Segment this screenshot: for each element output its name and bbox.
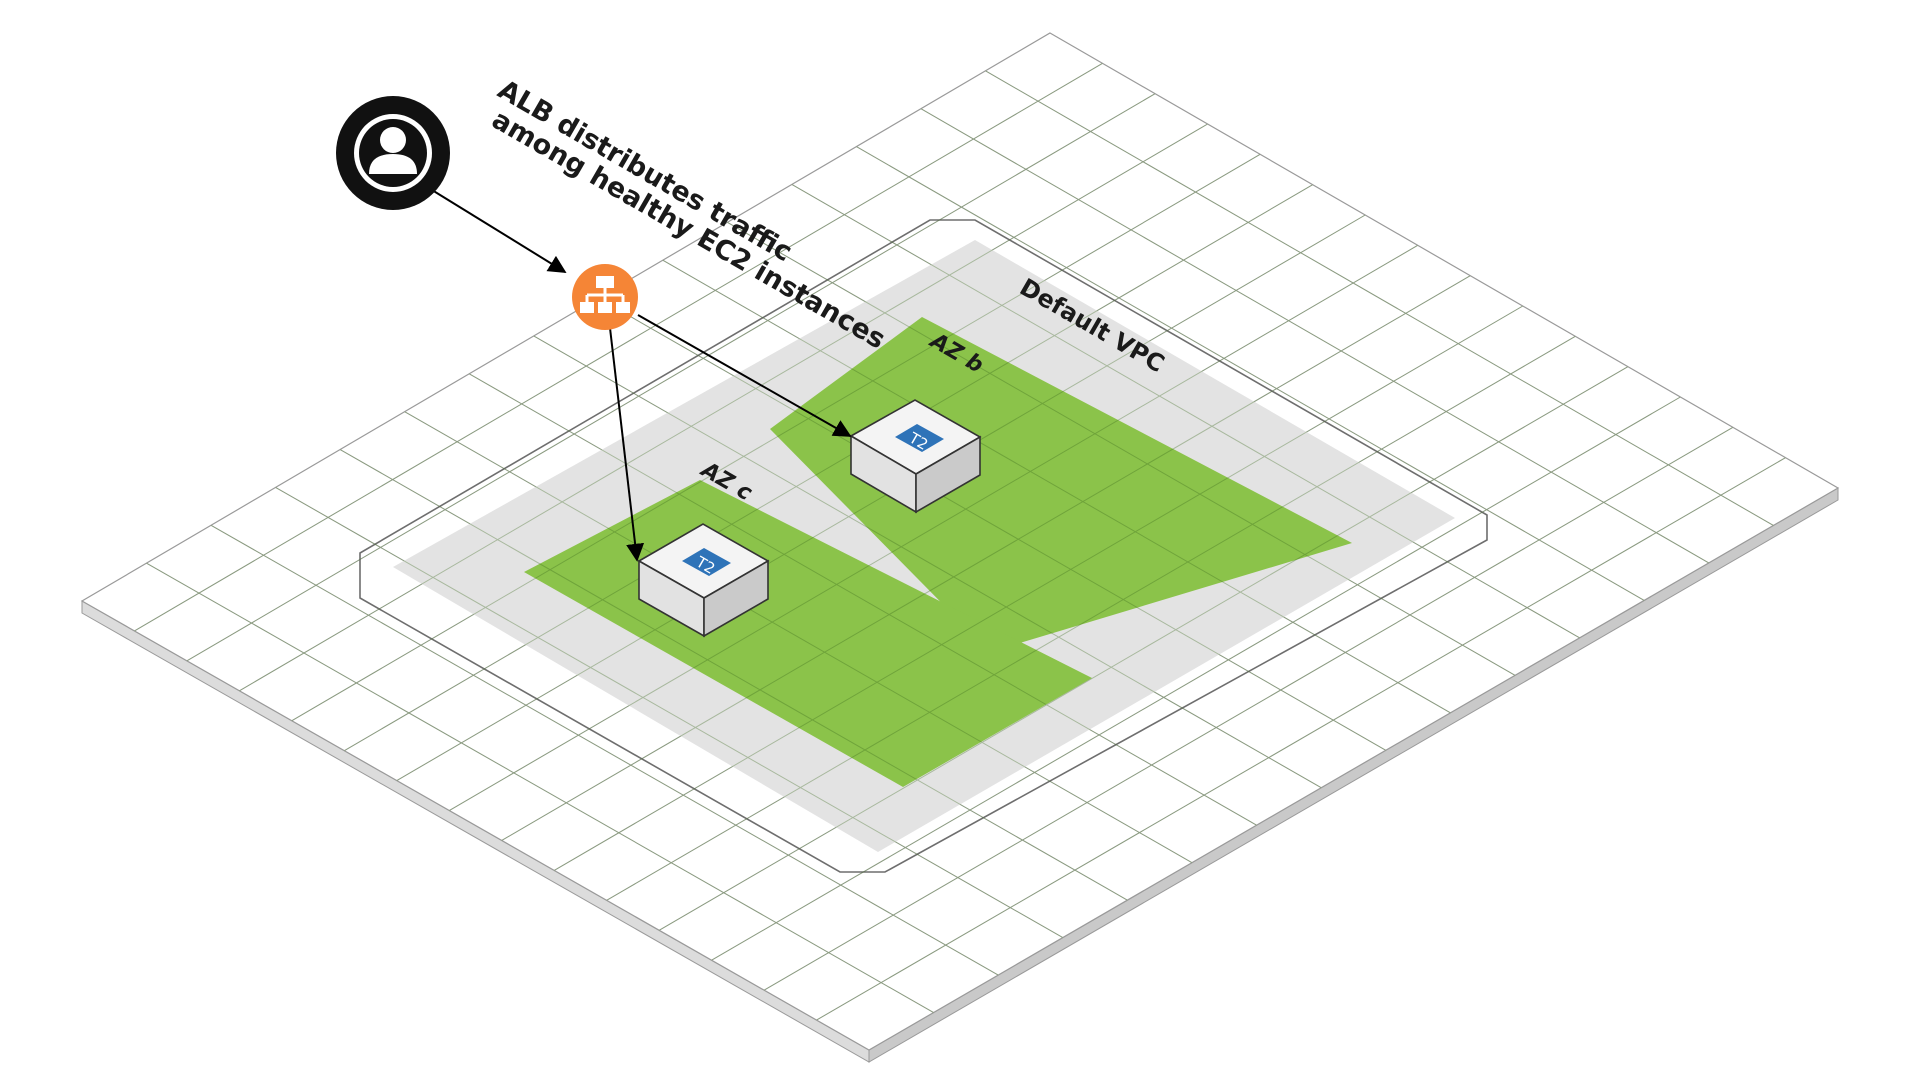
- grid-line: [449, 244, 1418, 811]
- grid-line: [533, 335, 1322, 789]
- grid-line: [404, 411, 1193, 864]
- grid-line: [210, 524, 999, 976]
- grid-line: [856, 146, 1645, 601]
- grid-line: [186, 93, 1156, 662]
- ec2-instance-az-c[interactable]: T2: [637, 523, 770, 638]
- grid-line: [396, 214, 1366, 782]
- grid-line: [210, 524, 999, 976]
- grid-line: [146, 562, 934, 1013]
- grid-line: [985, 70, 1774, 526]
- grid-line: [146, 562, 934, 1013]
- grid-line: [920, 108, 1710, 564]
- instance-chip: [682, 548, 731, 576]
- ec2-instance-az-b[interactable]: T2: [849, 399, 982, 514]
- instance-chip: [895, 424, 944, 452]
- instance-right-face: [703, 559, 769, 638]
- grid-line: [501, 275, 1471, 841]
- user-icon: [336, 96, 450, 210]
- grid-line: [763, 426, 1734, 991]
- grid-line: [344, 184, 1313, 752]
- grid-line: [134, 62, 1103, 632]
- grid-line: [658, 366, 1629, 931]
- grid-line: [134, 62, 1103, 632]
- arrow-alb-to-instance-c: [609, 327, 645, 562]
- grid-line: [791, 184, 1580, 639]
- arrow-alb-to-instance-b: [637, 314, 852, 437]
- grid-line: [186, 93, 1156, 662]
- caption-line-1: ALB distributes traffic: [493, 74, 798, 268]
- grid-line: [711, 396, 1681, 961]
- grid-line: [275, 486, 1064, 939]
- grid-line: [553, 305, 1524, 871]
- grid-line: [291, 153, 1261, 722]
- instance-right-face: [915, 435, 981, 514]
- vpc-outline: [359, 219, 1488, 873]
- grid-line: [606, 335, 1576, 901]
- grid-line: [662, 259, 1451, 714]
- grid-line: [816, 457, 1786, 1021]
- grid-line: [468, 373, 1257, 826]
- grid-line: [339, 449, 1128, 901]
- grid-line: [856, 146, 1645, 601]
- load-balancer-icon[interactable]: [572, 264, 638, 330]
- grid-line: [920, 108, 1710, 564]
- grid-line: [985, 70, 1774, 526]
- grid-line: [239, 123, 1208, 692]
- subnet-grid-overlay: [134, 62, 1786, 1021]
- grid-line: [598, 297, 1387, 751]
- grid-line: [816, 457, 1786, 1021]
- grid-line: [763, 426, 1734, 991]
- grid-line: [711, 396, 1681, 961]
- grid-line: [727, 221, 1516, 676]
- arrow-user-to-alb: [431, 189, 567, 273]
